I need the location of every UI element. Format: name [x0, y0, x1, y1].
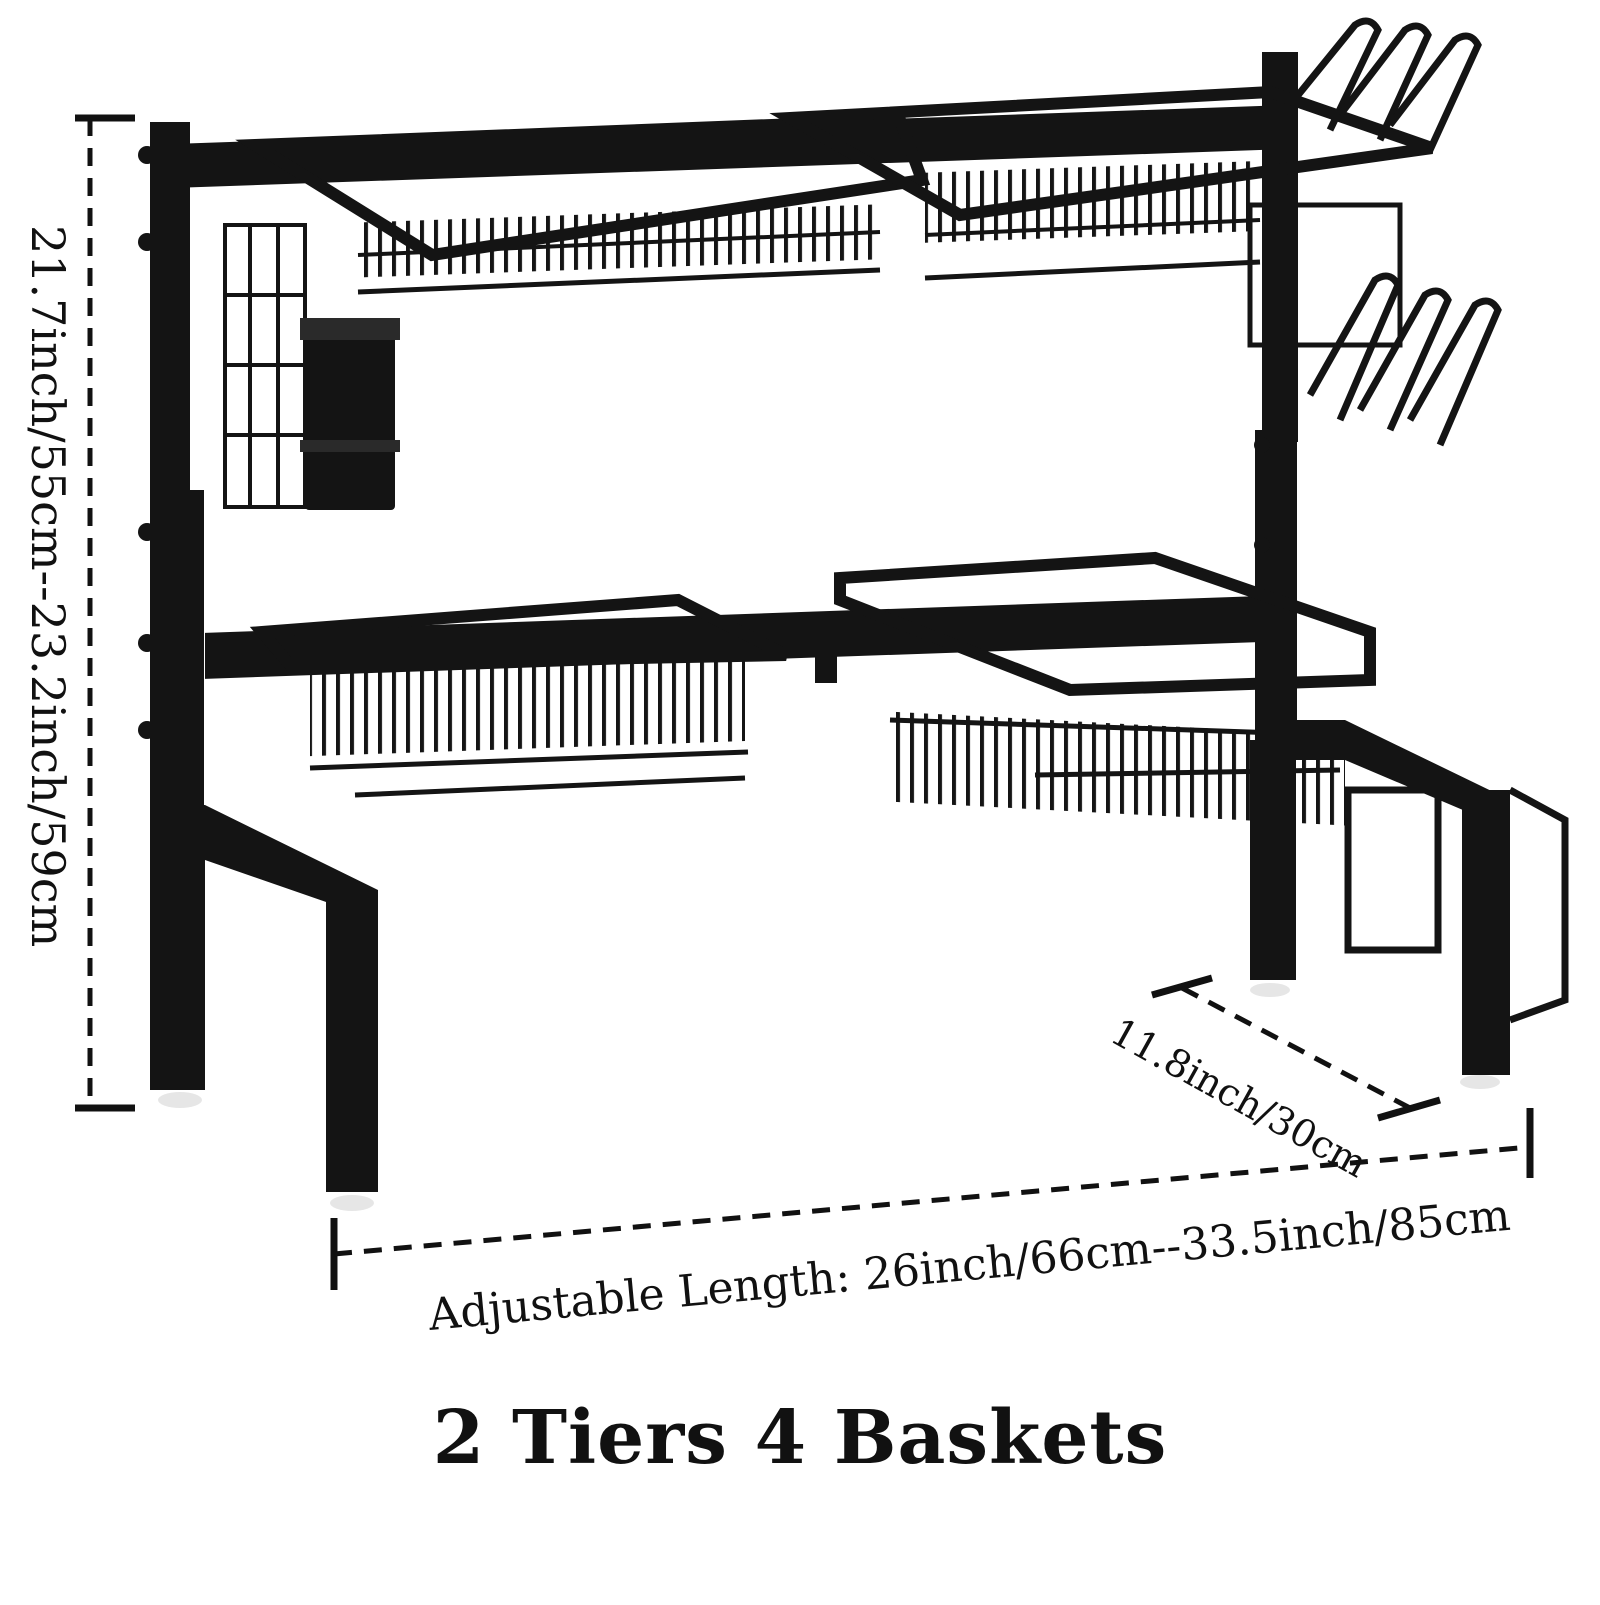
- right-frame: [1250, 52, 1569, 1075]
- depth-dimension-line: [1151, 974, 1441, 1122]
- length-dimension-label: Adjustable Length: 26inch/66cm--33.5inch…: [425, 1190, 1512, 1341]
- product-caption: 2 Tiers 4 Baskets: [432, 1395, 1168, 1481]
- height-dimension-label: 21.7inch/55cm--23.2inch/59cm: [21, 225, 75, 947]
- side-wire-basket: [223, 223, 307, 509]
- top-left-basket: [235, 113, 931, 295]
- dish-rack: [138, 17, 1569, 1211]
- lower-right-basket: [834, 551, 1376, 826]
- lower-left-basket: [249, 593, 789, 798]
- top-crossbar: [190, 105, 1270, 188]
- depth-dimension-label: 11.8inch/30cm: [1104, 1009, 1375, 1186]
- top-right-basket: [769, 85, 1434, 281]
- height-dimension-line: [75, 114, 135, 1112]
- rack-feet: [158, 983, 1500, 1211]
- length-dimension-line: [330, 1108, 1534, 1290]
- left-frame: [138, 122, 378, 1192]
- lid-holder-hooks: [1247, 17, 1502, 447]
- utensil-holder: [300, 318, 400, 510]
